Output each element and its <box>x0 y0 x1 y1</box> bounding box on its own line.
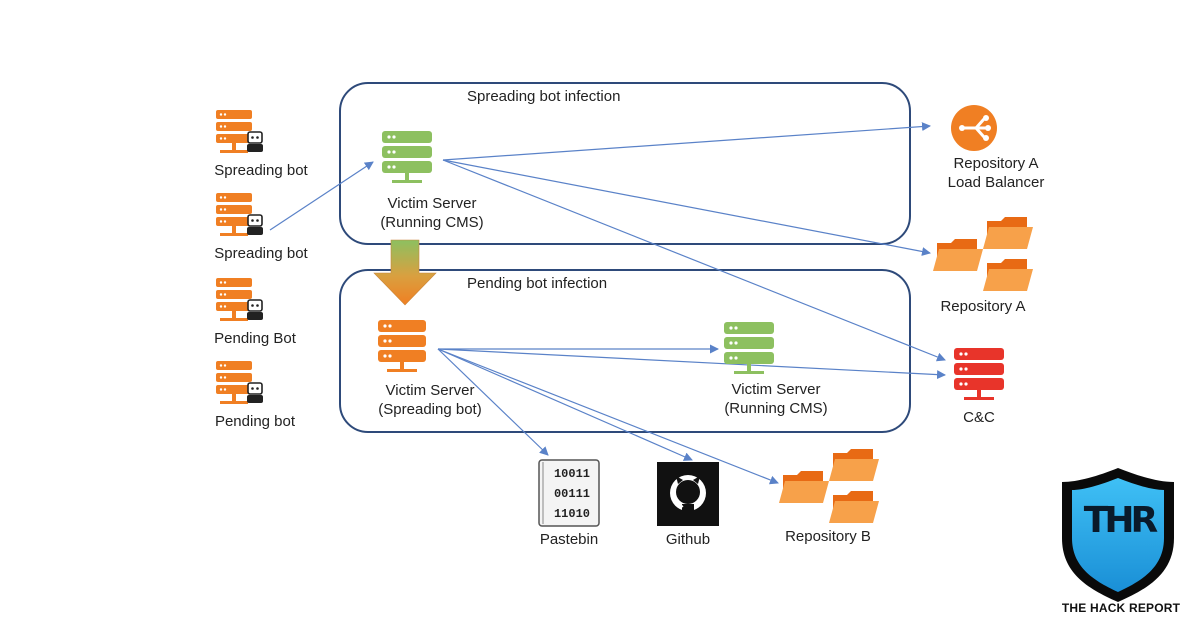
folder-icon-repo-a <box>933 217 1033 291</box>
bot-icon-1 <box>216 110 263 153</box>
victim-spreading-line2: (Spreading bot) <box>378 401 482 418</box>
github-label: Github <box>665 531 711 548</box>
server-icon-orange-spreading <box>378 320 426 372</box>
thr-shield-logo <box>1062 468 1174 602</box>
server-icon-green-bottom <box>724 322 774 374</box>
victim-cms-top-line1: Victim Server <box>387 195 477 212</box>
pastebin-bits-row-2: 00111 <box>553 487 590 501</box>
bot-icon-3 <box>216 278 263 321</box>
thr-logo-letters: THR <box>1083 500 1158 541</box>
thr-logo-text: THE HACK REPORT <box>1061 601 1181 615</box>
folder-icon-repo-b <box>779 449 879 523</box>
arrow-to-pastebin <box>437 348 549 456</box>
transition-arrow <box>373 239 437 306</box>
repo-a-lb-line1: Repository A <box>953 155 1039 172</box>
load-balancer-icon <box>951 105 997 151</box>
arrow-to-repo-a <box>442 159 931 256</box>
bot-label-3: Pending Bot <box>214 330 296 347</box>
victim-cms-top-line2: (Running CMS) <box>380 214 484 231</box>
repo-a-lb-label: Repository A Load Balancer <box>926 154 1066 192</box>
arrow-bottom-to-cnc <box>437 348 946 380</box>
arrow-top-to-cnc <box>442 159 946 362</box>
github-icon <box>657 462 719 526</box>
server-icon-green-top <box>382 131 432 183</box>
pastebin-bits-row-1: 10011 <box>553 467 590 481</box>
bot-icon-4 <box>216 361 263 404</box>
pastebin-bits: 10011 00111 11010 <box>545 464 599 524</box>
victim-cms-bottom-label: Victim Server (Running CMS) <box>706 380 846 418</box>
arrow-to-github <box>437 348 693 461</box>
bot-label-1: Spreading bot <box>214 162 308 179</box>
repo-a-lb-line2: Load Balancer <box>947 174 1045 191</box>
cnc-server-icon <box>954 348 1004 400</box>
cnc-label: C&C <box>963 409 995 426</box>
victim-cms-bottom-line2: (Running CMS) <box>724 400 828 417</box>
flow-arrows <box>269 122 946 485</box>
pastebin-icon <box>538 459 600 527</box>
pastebin-bits-row-3: 11010 <box>553 507 590 521</box>
arrow-to-repo-b <box>437 348 779 485</box>
repo-b-label: Repository B <box>785 528 871 545</box>
arrow-bot-to-victim <box>269 161 374 231</box>
arrow-to-loadbalancer <box>442 122 931 161</box>
pending-box-title: Pending bot infection <box>467 275 608 292</box>
bot-label-2: Spreading bot <box>214 245 308 262</box>
victim-spreading-line1: Victim Server <box>385 382 475 399</box>
victim-cms-top-label: Victim Server (Running CMS) <box>362 194 502 232</box>
victim-spreading-label: Victim Server (Spreading bot) <box>360 381 500 419</box>
pastebin-label: Pastebin <box>539 531 599 548</box>
spreading-box-title: Spreading bot infection <box>467 88 621 105</box>
victim-cms-bottom-line1: Victim Server <box>731 381 821 398</box>
bot-label-4: Pending bot <box>214 413 296 430</box>
pending-infection-box <box>339 269 911 433</box>
repo-a-label: Repository A <box>940 298 1026 315</box>
spreading-infection-box <box>339 82 911 245</box>
bot-icon-2 <box>216 193 263 236</box>
